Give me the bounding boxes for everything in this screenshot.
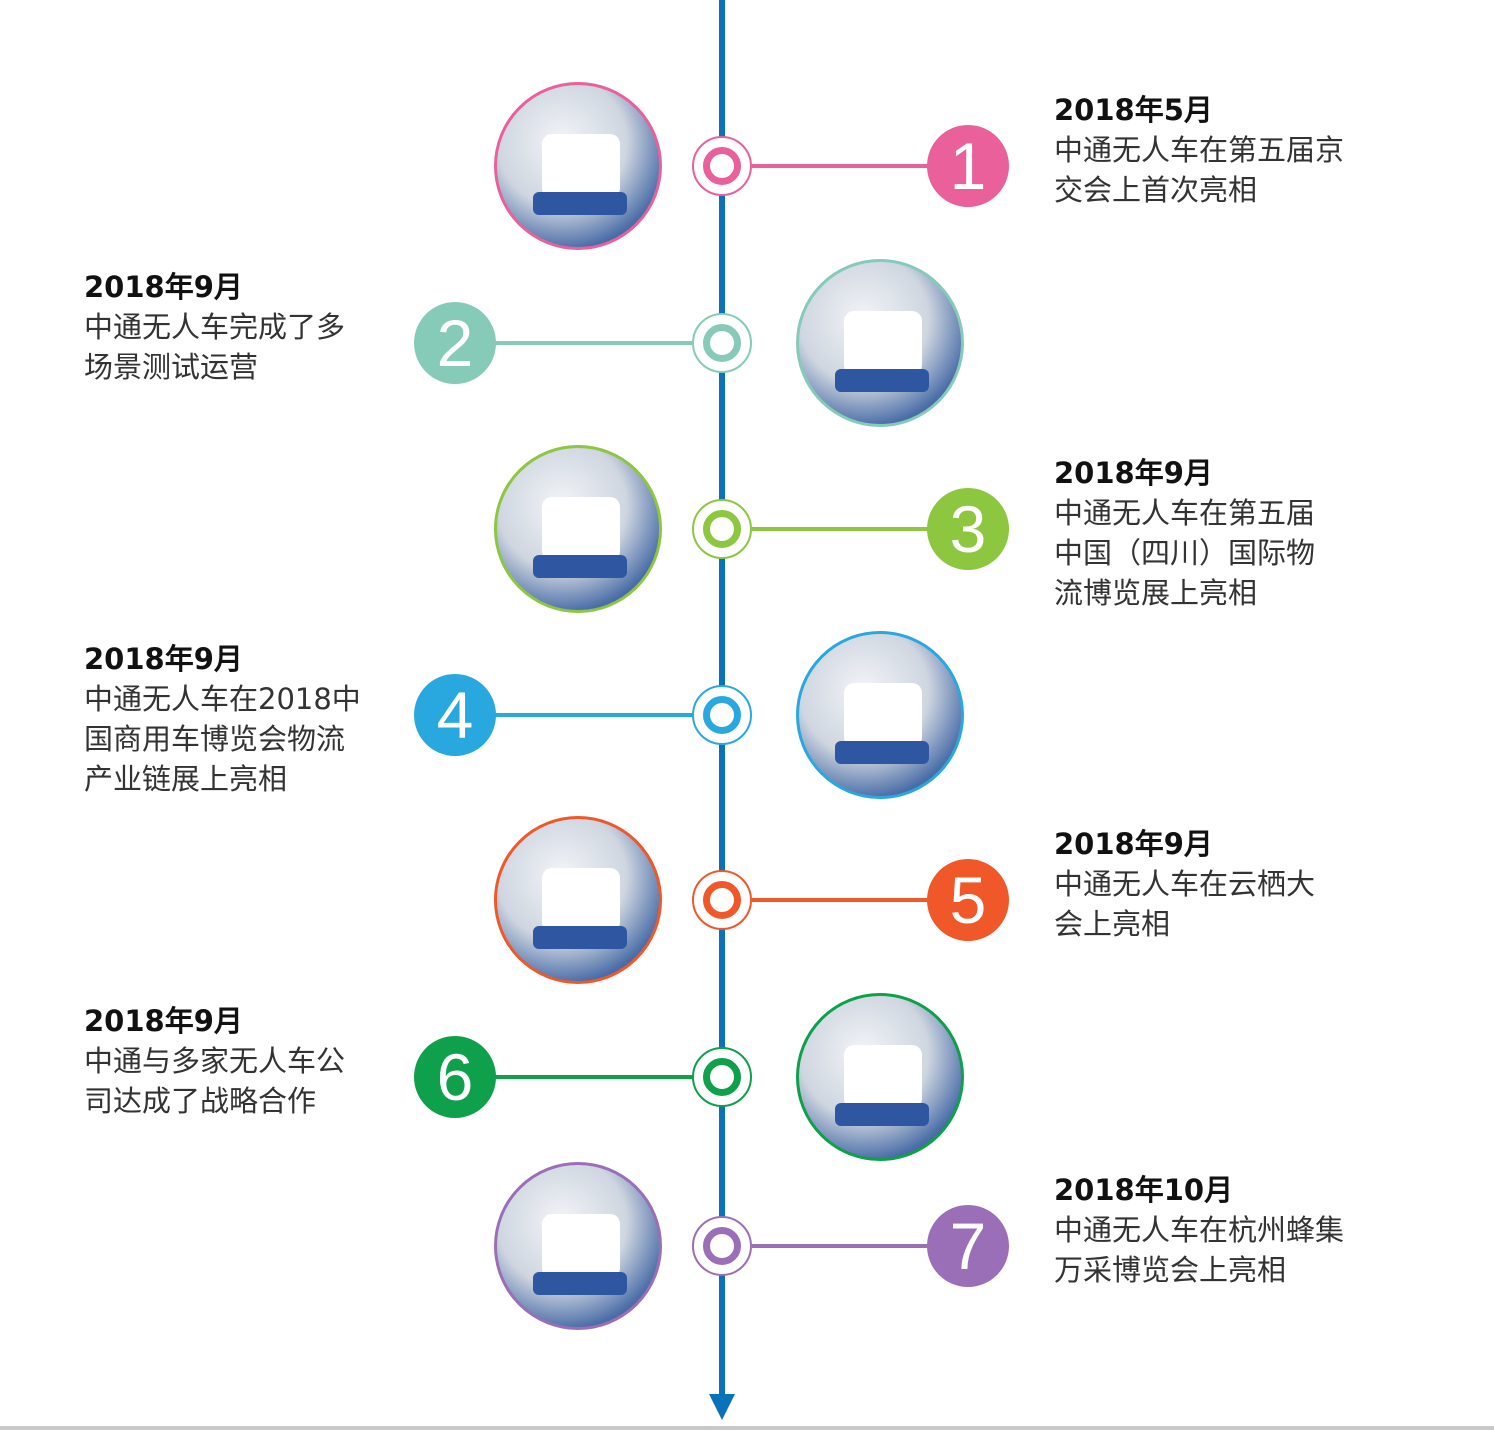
event-caption: 2018年9月中通无人车完成了多场景测试运营 [84,267,414,387]
event-description-line: 中通无人车在杭州蜂集 [1054,1213,1345,1247]
step-number-badge: 7 [927,1205,1009,1287]
zto-robot-exhibit-photo [494,1162,662,1330]
step-number-badge: 5 [927,859,1009,941]
step-number-badge: 1 [927,125,1009,207]
timeline-node-icon [692,870,752,930]
connector-line [752,1244,968,1248]
blue-zto-robot-photo [796,631,964,799]
event-date: 2018年10月 [1054,1173,1234,1207]
vehicle-base [532,1271,627,1295]
event-description-line: 司达成了战略合作 [84,1084,317,1118]
event-date: 2018年9月 [1054,456,1213,490]
step-number-badge: 4 [414,674,496,756]
event-description-line: 场景测试运营 [84,350,259,384]
timeline-node-icon [692,499,752,559]
step-number-badge: 3 [927,488,1009,570]
vehicle-shape [844,310,923,376]
vehicle-shape [542,1213,621,1279]
bottom-divider [0,1426,1494,1430]
timeline-node-icon [692,685,752,745]
connector-line [455,341,692,345]
event-caption: 2018年10月中通无人车在杭州蜂集万采博览会上亮相 [1054,1170,1384,1290]
vehicle-base [834,1102,929,1126]
event-caption: 2018年5月中通无人车在第五届京交会上首次亮相 [1054,90,1384,210]
node-ring [703,1227,741,1265]
event-description-line: 中国（四川）国际物 [1054,536,1316,570]
connector-line [455,713,692,717]
vehicle-base [532,554,627,578]
event-description-line: 中通无人车在2018中 [84,682,361,716]
vehicle-shape [542,867,621,933]
event-description-line: 中通无人车在第五届 [1054,496,1316,530]
vehicle-shape [844,682,923,748]
timeline-node-icon [692,136,752,196]
expo-mascots-photo [494,445,662,613]
connector-line [752,164,968,168]
event-description-line: 国商用车博览会物流 [84,722,346,756]
event-caption: 2018年9月中通与多家无人车公司达成了战略合作 [84,1001,414,1121]
event-description-line: 中通无人车在第五届京 [1054,133,1345,167]
node-ring [703,324,741,362]
event-description-line: 交会上首次亮相 [1054,173,1258,207]
node-ring [703,147,741,185]
timeline-arrow-icon [709,1394,735,1420]
event-description-line: 万采博览会上亮相 [1054,1253,1287,1287]
event-caption: 2018年9月中通无人车在第五届中国（四川）国际物流博览展上亮相 [1054,453,1384,613]
connector-line [752,527,968,531]
vehicle-shape [542,133,621,199]
event-description-line: 流博览展上亮相 [1054,576,1258,610]
connector-line [455,1075,692,1079]
connector-line [752,898,968,902]
vehicle-base [834,740,929,764]
event-description-line: 中通无人车完成了多 [84,310,346,344]
event-description-line: 产业链展上亮相 [84,762,288,796]
event-date: 2018年9月 [84,642,243,676]
event-caption: 2018年9月中通无人车在2018中国商用车博览会物流产业链展上亮相 [84,639,414,799]
event-date: 2018年9月 [1054,827,1213,861]
timeline-node-icon [692,1216,752,1276]
event-date: 2018年5月 [1054,93,1213,127]
vehicle-base [532,191,627,215]
event-date: 2018年9月 [84,270,243,304]
vehicle-base [532,925,627,949]
zto-logistics-vehicle-photo [494,816,662,984]
step-number-badge: 6 [414,1036,496,1118]
vehicle-shape [542,496,621,562]
node-ring [703,881,741,919]
vehicle-shape [844,1044,923,1110]
event-date: 2018年9月 [84,1004,243,1038]
zto-unmanned-vehicle-photo [494,82,662,250]
vehicle-base [834,368,929,392]
timeline-node-icon [692,313,752,373]
node-ring [703,696,741,734]
event-description-line: 中通与多家无人车公 [84,1044,346,1078]
node-ring [703,1058,741,1096]
event-caption: 2018年9月中通无人车在云栖大会上亮相 [1054,824,1384,944]
event-description-line: 会上亮相 [1054,907,1171,941]
event-description-line: 中通无人车在云栖大 [1054,867,1316,901]
alibaba-unmanned-vehicle-photo [796,259,964,427]
step-number-badge: 2 [414,302,496,384]
signing-ceremony-photo [796,993,964,1161]
timeline-node-icon [692,1047,752,1107]
node-ring [703,510,741,548]
